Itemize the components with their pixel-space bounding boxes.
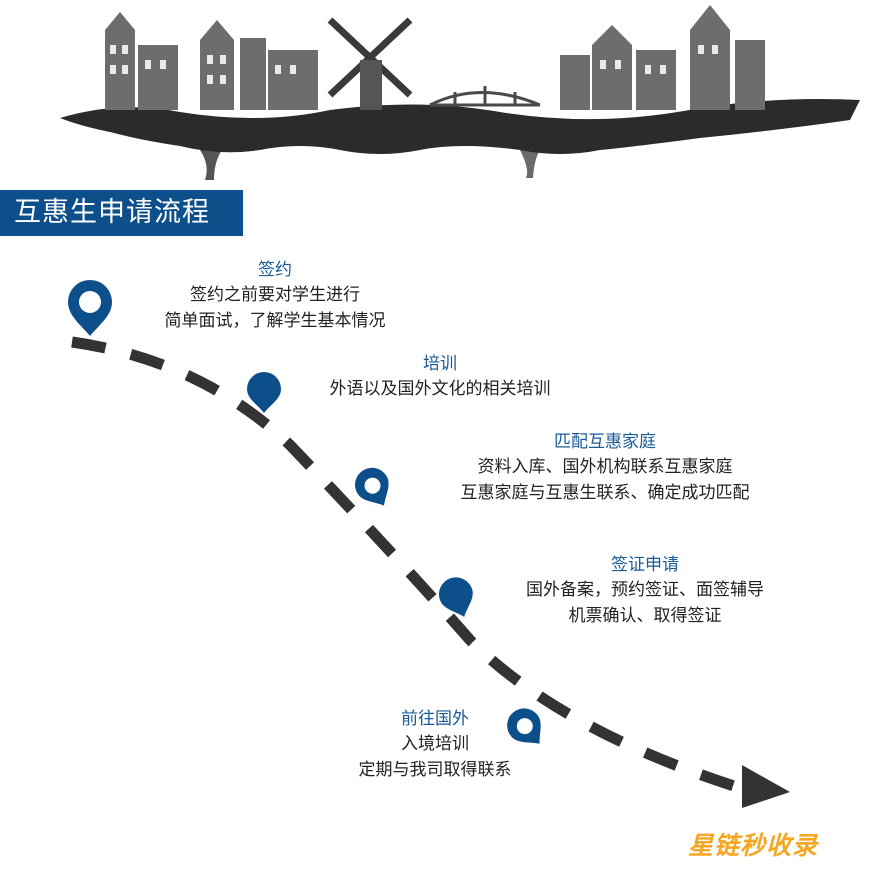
dashed-route-line — [71, 336, 742, 794]
step-desc: 入境培训 — [401, 734, 469, 754]
location-pin-icon — [355, 467, 389, 506]
step-desc: 互惠家庭与互惠生联系、确定成功匹配 — [460, 483, 750, 503]
step-desc: 简单面试，了解学生基本情况 — [164, 311, 386, 331]
step-training: 培训 外语以及国外文化的相关培训 — [300, 352, 580, 402]
step-go-abroad: 前往国外 入境培训 定期与我司取得联系 — [335, 707, 535, 783]
step-desc: 签约之前要对学生进行 — [190, 285, 360, 305]
page-title: 互惠生申请流程 — [0, 190, 243, 236]
watermark: 星链秒收录 — [688, 831, 819, 860]
step-title: 签证申请 — [611, 555, 679, 575]
location-pin-icon — [68, 280, 112, 336]
step-title: 培训 — [423, 354, 457, 374]
step-desc: 定期与我司取得联系 — [358, 760, 512, 780]
location-pin-icon — [438, 577, 473, 617]
step-title: 签约 — [258, 260, 292, 280]
location-pin-icon — [507, 708, 541, 744]
step-title: 匹配互惠家庭 — [554, 432, 656, 452]
step-desc: 机票确认、取得签证 — [568, 606, 722, 626]
step-desc: 资料入库、国外机构联系互惠家庭 — [477, 457, 733, 477]
step-desc: 国外备案，预约签证、面签辅导 — [526, 580, 764, 600]
city-skyline-illustration — [60, 5, 860, 180]
step-title: 前往国外 — [401, 709, 469, 729]
step-family-match: 匹配互惠家庭 资料入库、国外机构联系互惠家庭 互惠家庭与互惠生联系、确定成功匹配 — [420, 430, 790, 506]
arrow-head-icon — [742, 765, 790, 808]
location-pin-icon — [247, 372, 281, 413]
step-desc: 外语以及国外文化的相关培训 — [329, 379, 551, 399]
step-sign: 签约 签约之前要对学生进行 简单面试，了解学生基本情况 — [130, 258, 420, 334]
step-visa: 签证申请 国外备案，预约签证、面签辅导 机票确认、取得签证 — [495, 553, 795, 629]
